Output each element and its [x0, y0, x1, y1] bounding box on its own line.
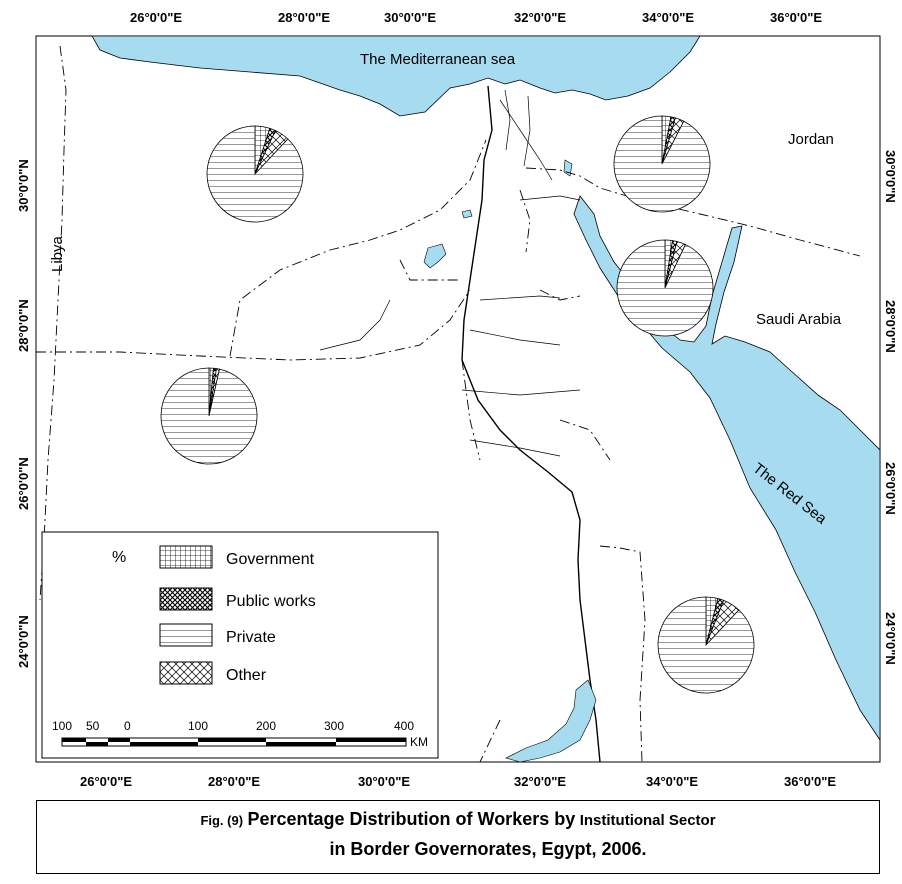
lat-label: 28°0'0"N	[16, 299, 31, 352]
pie-charts	[160, 115, 755, 694]
pie-slice-private	[613, 115, 711, 213]
pie-slice-private	[206, 125, 304, 223]
lon-label: 32°0'0"E	[514, 10, 566, 25]
lake-nasser	[505, 679, 597, 762]
caption-title: Percentage Distribution of Workers by	[247, 809, 576, 829]
lat-label: 26°0'0"N	[883, 462, 898, 515]
legend-label: Government	[226, 551, 315, 568]
scale-label: 100	[188, 719, 208, 733]
lon-label: 34°0'0"E	[642, 10, 694, 25]
scale-label: 200	[256, 719, 276, 733]
lake	[423, 243, 447, 269]
pie-slice-private	[657, 596, 755, 694]
legend-label: Private	[226, 629, 276, 646]
scale-label: 400	[394, 719, 414, 733]
scale-label: 50	[86, 719, 100, 733]
lat-label: 30°0'0"N	[883, 150, 898, 203]
bottom-longitude-labels: 26°0'0"E 28°0'0"E 30°0'0"E 32°0'0"E 34°0…	[80, 774, 836, 789]
pie-chart	[206, 125, 304, 223]
internal-boundaries	[319, 89, 581, 457]
lat-label: 28°0'0"N	[883, 300, 898, 353]
legend-swatch-other	[159, 661, 213, 685]
pie-chart	[616, 239, 714, 337]
scale-label: 100	[52, 719, 72, 733]
lake-small	[461, 209, 473, 219]
scale-unit: KM	[410, 735, 428, 749]
mediterranean-label: The Mediterranean sea	[360, 51, 516, 68]
scale-label: 0	[124, 719, 131, 733]
legend: % Government Public works Private Other …	[41, 531, 439, 759]
legend-label: Other	[226, 667, 267, 684]
lon-label: 30°0'0"E	[358, 774, 410, 789]
lon-label: 28°0'0"E	[208, 774, 260, 789]
pie-slice-private	[616, 239, 714, 337]
saudi-arabia-label: Saudi Arabia	[756, 311, 842, 328]
lon-label: 36°0'0"E	[770, 10, 822, 25]
pie-chart	[160, 367, 258, 465]
nile-river	[461, 85, 601, 762]
caption-line-1: Fig. (9) Percentage Distribution of Work…	[37, 809, 879, 830]
lon-label: 36°0'0"E	[784, 774, 836, 789]
lat-label: 26°0'0"N	[16, 457, 31, 510]
caption-fig-number: Fig. (9)	[200, 813, 244, 828]
figure-caption: Fig. (9) Percentage Distribution of Work…	[36, 800, 880, 874]
lat-label: 30°0'0"N	[16, 159, 31, 212]
right-latitude-labels: 30°0'0"N 28°0'0"N 26°0'0"N 24°0'0"N	[883, 150, 898, 665]
lon-label: 30°0'0"E	[384, 10, 436, 25]
lon-label: 32°0'0"E	[514, 774, 566, 789]
legend-box	[41, 531, 439, 759]
pie-slice-private	[160, 367, 258, 465]
caption-line-2: in Border Governorates, Egypt, 2006.	[329, 839, 647, 859]
mediterranean-sea	[91, 36, 701, 117]
lon-label: 34°0'0"E	[646, 774, 698, 789]
libya-label: Libya	[49, 235, 66, 272]
lon-label: 26°0'0"E	[130, 10, 182, 25]
lon-label: 26°0'0"E	[80, 774, 132, 789]
scale-label: 300	[324, 719, 344, 733]
pie-chart	[657, 596, 755, 694]
lat-label: 24°0'0"N	[16, 615, 31, 668]
legend-label: Public works	[226, 593, 316, 610]
legend-swatch-private	[159, 623, 213, 647]
jordan-label: Jordan	[788, 131, 834, 148]
scale-bar: 100 50 0 100 200 300 400 KM	[52, 719, 428, 749]
caption-sector: Institutional Sector	[579, 812, 716, 829]
legend-swatch-government	[159, 545, 213, 569]
pie-chart	[613, 115, 711, 213]
lon-label: 28°0'0"E	[278, 10, 330, 25]
top-longitude-labels: 26°0'0"E 28°0'0"E 30°0'0"E 32°0'0"E 34°0…	[130, 10, 822, 25]
legend-unit: %	[112, 549, 126, 566]
left-latitude-labels: 30°0'0"N 28°0'0"N 26°0'0"N 24°0'0"N	[16, 159, 31, 668]
lat-label: 24°0'0"N	[883, 612, 898, 665]
legend-swatch-public-works	[159, 587, 213, 611]
